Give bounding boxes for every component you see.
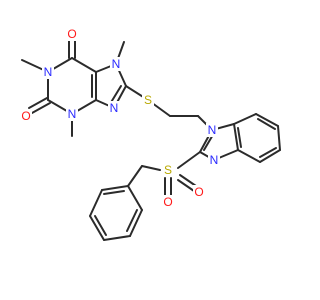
atom-s-thioether: S [142,93,154,107]
atom-n-benzimidazole-1: N [206,123,218,137]
atom-o-top: O [66,27,78,41]
bond [103,190,125,195]
bond [177,151,201,169]
atom-label: O [163,195,172,209]
atom-n3: N [66,107,78,121]
bond [257,118,276,130]
bond [233,123,239,151]
atom-n7: N [110,57,122,71]
bond [141,165,161,171]
bond [103,235,131,241]
atom-label: S [164,163,172,177]
bond [237,149,261,163]
atom-label: S [144,93,152,107]
bond [277,125,281,151]
bond [259,149,281,163]
bond [31,102,51,114]
atom-s-sulfonyl: S [162,163,174,177]
bond [177,179,195,192]
atom-label: N [112,57,121,71]
atom-label: O [67,27,76,41]
atom-label: O [21,109,30,123]
bond [89,189,103,217]
molecule-structure: O O N N N N S N N S O O [20,27,281,241]
bond [28,97,48,109]
atom-label: N [44,65,53,79]
bond [233,113,257,125]
molecule-canvas: O O N N N N S N N S O O [20,27,281,241]
bond [89,215,105,241]
atom-n-benzimidazole-3: N [208,153,220,167]
bond [255,113,279,127]
bond-layer [21,37,281,241]
atom-o-bottom: O [20,109,32,123]
atom-label: N [110,101,119,115]
bond [71,57,97,73]
bond [101,185,129,191]
atom-o-sulfonyl-2: O [193,185,205,199]
atom-label: N [68,107,77,121]
bond [127,185,143,211]
bond [129,209,143,237]
bond [126,209,138,232]
bond [179,174,197,187]
atom-n1: N [42,65,54,79]
atom-o-sulfonyl-1: O [162,195,174,209]
bond [94,215,107,236]
bond [237,127,242,148]
atom-label: N [210,153,219,167]
bond [259,147,277,158]
atom-n9: N [108,101,120,115]
bond [127,165,143,187]
atom-label: O [194,185,203,199]
atom-label: N [208,123,217,137]
